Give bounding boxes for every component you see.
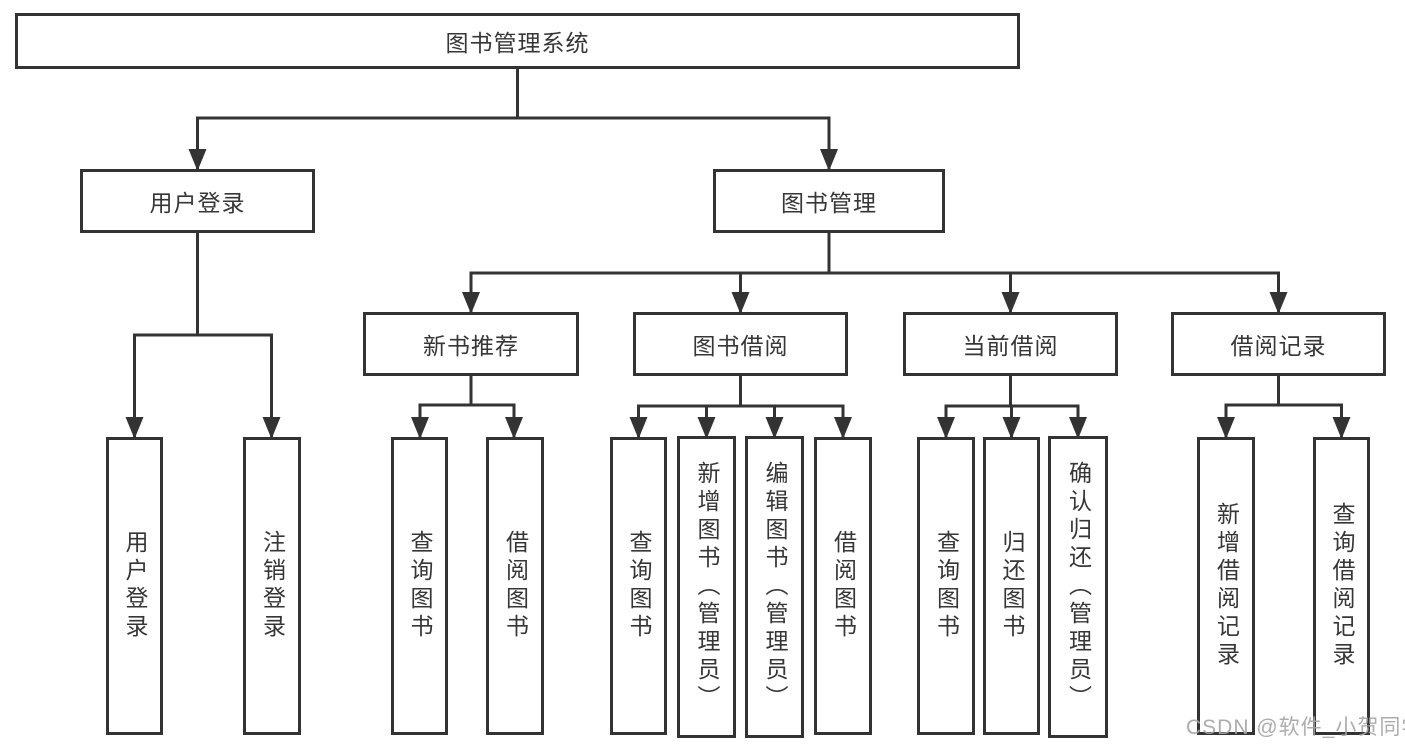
node-label: 当前借阅 <box>962 333 1059 359</box>
arrow-down-icon <box>937 417 955 439</box>
arrow-down-icon <box>820 149 838 171</box>
node-label: 注销登录 <box>259 530 286 642</box>
csdn-watermark: CSDN @软件_小贺同学 <box>1186 716 1405 739</box>
node-label: 图书管理系统 <box>445 30 590 56</box>
leaf-current-return-book: 归还图书 <box>983 437 1040 735</box>
node-label: 归还图书 <box>999 530 1025 642</box>
node-label: 查询图书 <box>407 530 433 642</box>
leaf-current-confirm-return-admin: 确认归还（管理员） <box>1048 436 1108 738</box>
node-library-system: 图书管理系统 <box>15 13 1020 69</box>
arrow-down-icon <box>411 417 429 439</box>
connector-user-login-children <box>125 233 281 439</box>
leaf-borrow-query-book: 查询图书 <box>610 437 667 735</box>
node-label: 图书借阅 <box>692 333 789 359</box>
node-user-login: 用户登录 <box>80 169 315 233</box>
arrow-down-icon <box>188 149 207 171</box>
connector-book-management-children <box>462 233 1288 314</box>
node-label: 确认归还（管理员） <box>1065 461 1092 713</box>
connector-borrow-records-children <box>1217 376 1351 439</box>
leaf-borrow-add-book-admin: 新增图书（管理员） <box>677 436 736 738</box>
node-book-management: 图书管理 <box>713 169 945 233</box>
leaf-user-login: 用户登录 <box>106 437 163 735</box>
arrow-down-icon <box>1002 417 1021 439</box>
leaf-recommend-borrow-book: 借阅图书 <box>486 437 544 735</box>
arrow-down-icon <box>1001 292 1020 314</box>
arrow-down-icon <box>629 417 648 439</box>
node-label: 用户登录 <box>122 530 148 642</box>
leaf-current-query-book: 查询图书 <box>917 437 975 735</box>
connector-new-book-children <box>411 376 523 439</box>
node-label: 新增借阅记录 <box>1213 502 1240 670</box>
node-label: 新书推荐 <box>423 333 519 359</box>
arrow-down-icon <box>1332 417 1351 439</box>
connector-root-to-level1 <box>188 69 838 171</box>
node-label: 查询图书 <box>933 530 960 642</box>
arrow-down-icon <box>1217 417 1235 439</box>
arrow-down-icon <box>731 292 750 314</box>
leaf-recommend-query-book: 查询图书 <box>391 437 448 735</box>
node-label: 查询借阅记录 <box>1329 502 1355 670</box>
arrow-down-icon <box>462 292 480 314</box>
node-label: 新增图书（管理员） <box>694 461 720 713</box>
node-label: 查询图书 <box>626 530 652 642</box>
node-label: 用户登录 <box>149 190 246 216</box>
connector-book-borrow-children <box>629 376 852 439</box>
arrow-down-icon <box>765 417 784 439</box>
arrow-down-icon <box>697 417 716 439</box>
arrow-down-icon <box>1069 417 1087 439</box>
arrow-down-icon <box>834 417 852 439</box>
arrow-down-icon <box>505 417 523 439</box>
arrow-down-icon <box>1269 292 1288 314</box>
node-new-book-recommend: 新书推荐 <box>363 312 579 376</box>
arrow-down-icon <box>125 417 144 439</box>
node-current-borrow: 当前借阅 <box>903 312 1118 376</box>
leaf-borrow-borrow-book: 借阅图书 <box>814 437 872 735</box>
node-borrow-records: 借阅记录 <box>1171 312 1386 376</box>
node-label: 编辑图书（管理员） <box>762 461 788 713</box>
connector-current-borrow-children <box>937 376 1087 439</box>
arrow-down-icon <box>262 417 281 439</box>
leaf-borrow-edit-book-admin: 编辑图书（管理员） <box>745 436 804 738</box>
node-label: 图书管理 <box>781 190 877 216</box>
leaf-logout: 注销登录 <box>243 437 301 735</box>
node-label: 借阅图书 <box>502 530 529 642</box>
node-book-borrow: 图书借阅 <box>633 312 848 376</box>
node-label: 借阅图书 <box>830 530 857 642</box>
leaf-records-add-record: 新增借阅记录 <box>1197 437 1255 735</box>
node-label: 借阅记录 <box>1230 333 1327 359</box>
leaf-records-query-record: 查询借阅记录 <box>1313 437 1370 735</box>
